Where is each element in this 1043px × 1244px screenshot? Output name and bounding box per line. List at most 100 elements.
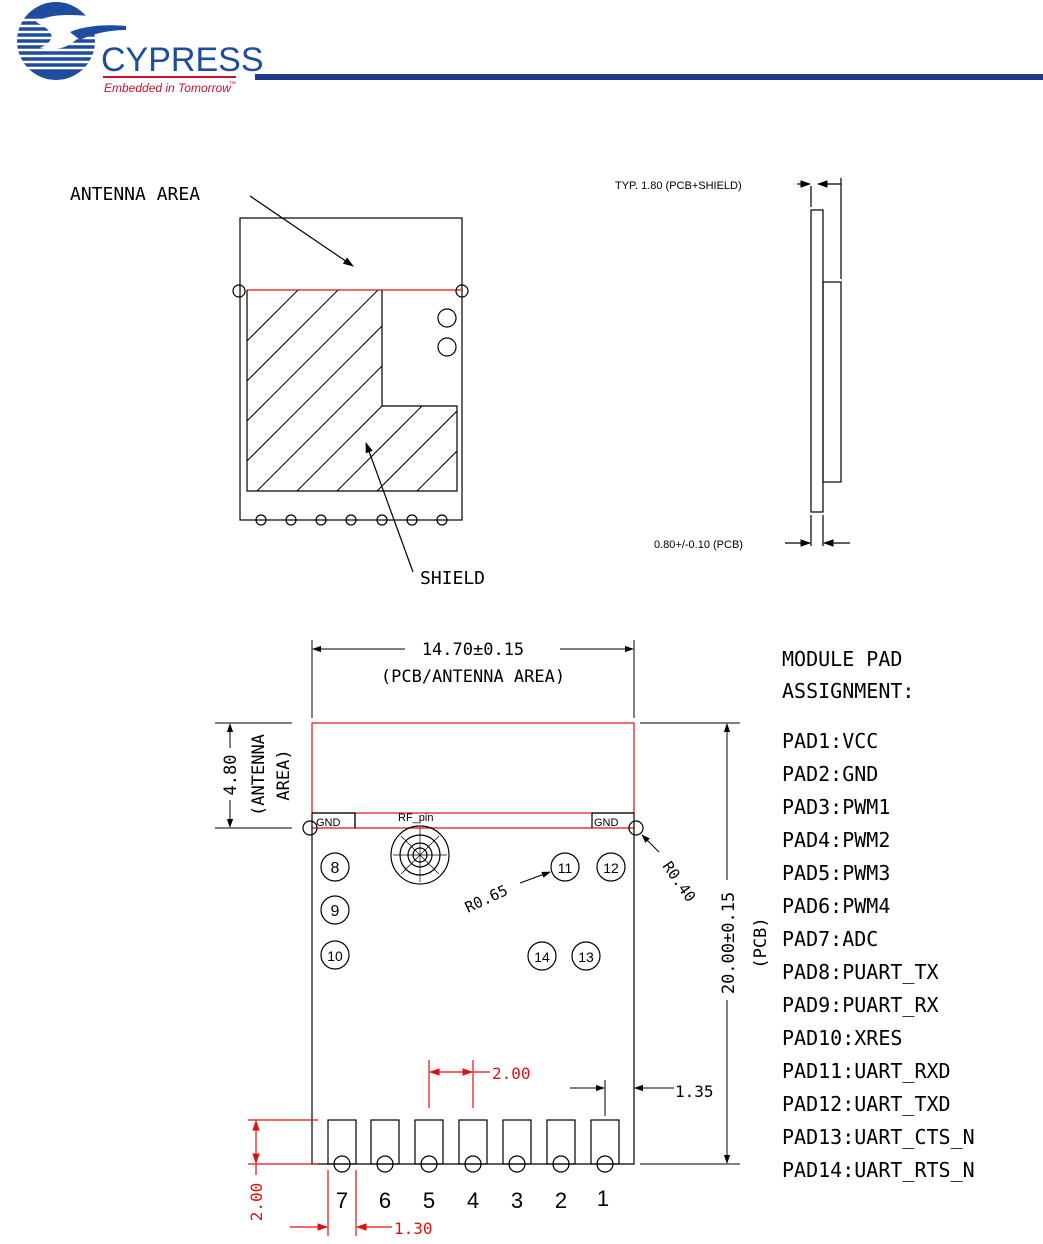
inner-pad-10	[320, 940, 350, 970]
edge-pad-1	[590, 1119, 620, 1165]
module-outline	[239, 217, 463, 521]
logo-wordmark: CYPRESS	[101, 41, 264, 79]
inner-pad-number: 8	[331, 860, 340, 877]
cypress-logo: CYPRESS Embedded in Tomorrow ™	[14, 2, 264, 95]
pad-assignment-list: MODULE PAD ASSIGNMENT: PAD1:VCC PAD2:GND…	[782, 647, 975, 1182]
antenna-height-dim: 4.80	[221, 755, 241, 796]
top-pad-circle	[437, 337, 457, 357]
edge-pad-number: 1	[597, 1186, 609, 1211]
rf-pin-outer	[390, 825, 450, 885]
height-dim-label: 20.00±0.15	[719, 892, 739, 994]
height-dim-note: (PCB)	[751, 917, 771, 968]
pad-assignment-item: PAD9:PUART_RX	[782, 993, 939, 1017]
inner-pad-11	[550, 852, 580, 882]
edge-pad-circle	[255, 514, 267, 526]
inner-pad-number: 10	[327, 948, 343, 964]
gnd-right-label: GND	[594, 817, 619, 829]
header-rule	[255, 74, 1043, 80]
pad-assignment-item: PAD6:PWM4	[782, 894, 890, 918]
pad-assignment-item: PAD5:PWM3	[782, 861, 890, 885]
pad-assignment-item: PAD11:UART_RXD	[782, 1059, 951, 1083]
shield-label: SHIELD	[420, 568, 485, 589]
logo-tagline: Embedded in Tomorrow	[104, 81, 232, 95]
edge-pad-circle	[376, 514, 388, 526]
shield-hatch	[247, 290, 457, 491]
edge-pad-number: 3	[511, 1188, 523, 1213]
edge-pad-number: 4	[467, 1188, 479, 1213]
side-total-dim: TYP. 1.80 (PCB+SHIELD)	[615, 180, 742, 192]
antenna-height-note-1: (ANTENNA	[249, 734, 269, 816]
top-view	[232, 195, 469, 573]
edge-pad-circle	[436, 514, 448, 526]
pad-radius-leader	[519, 871, 551, 884]
mount-hole-left	[302, 820, 318, 836]
side-pcb	[810, 209, 824, 513]
edge-pad-number: 7	[336, 1188, 348, 1213]
pcb-outline	[311, 813, 635, 1165]
edge-pad-circle	[315, 514, 327, 526]
edge-pad-circle	[406, 514, 418, 526]
top-pad-circle	[437, 308, 457, 328]
inner-pad-12	[596, 852, 626, 882]
inner-pad-13	[571, 941, 601, 971]
pad-assignment-item: PAD2:GND	[782, 762, 878, 786]
inner-pad-14	[527, 941, 557, 971]
edge-pad-circle	[345, 514, 357, 526]
assignment-title-1: MODULE PAD	[782, 647, 902, 671]
pad-pitch-label: 2.00	[492, 1064, 531, 1083]
mount-hole-right	[455, 284, 469, 298]
side-shield	[822, 281, 842, 483]
edge-pad-7	[327, 1119, 357, 1165]
edge-pad-3	[502, 1119, 532, 1165]
pad-assignment-item: PAD12:UART_TXD	[782, 1092, 951, 1116]
pad-assignment-item: PAD7:ADC	[782, 927, 878, 951]
shield-outline	[246, 290, 458, 492]
pad-assignment-item: PAD8:PUART_TX	[782, 960, 939, 984]
logo-globe-icon	[14, 2, 126, 80]
assignment-title-2: ASSIGNMENT:	[782, 679, 914, 703]
pad-assignment-item: PAD14:UART_RTS_N	[782, 1158, 975, 1182]
antenna-area-outline	[311, 722, 635, 814]
inner-pad-number: 13	[578, 949, 594, 965]
logo-underline	[103, 76, 236, 78]
inner-pad-number: 11	[558, 860, 573, 876]
inner-pad-number: 12	[603, 860, 619, 876]
edge-pad-number: 5	[423, 1188, 435, 1213]
inner-pad-8	[320, 852, 350, 882]
antenna-leader	[249, 195, 354, 267]
pad-assignment-item: PAD4:PWM2	[782, 828, 890, 852]
pad-assignment-item: PAD1:VCC	[782, 729, 878, 753]
gnd-left-label: GND	[316, 817, 341, 829]
inner-pad-number: 9	[331, 903, 340, 920]
logo-trademark: ™	[229, 81, 236, 88]
antenna-height-note-2: AREA)	[274, 749, 294, 800]
edge-pad-number: 2	[555, 1188, 567, 1213]
hole-radius-leader	[641, 834, 660, 853]
hole-radius-label: R0.40	[659, 858, 700, 905]
edge-pad-2	[546, 1119, 576, 1165]
antenna-area-label: ANTENNA AREA	[70, 184, 200, 205]
edge-pad-5	[414, 1119, 444, 1165]
pad-length-label: 2.00	[247, 1183, 266, 1222]
edge-pad-4	[458, 1119, 488, 1165]
pad-radius-label: R0.65	[462, 881, 511, 916]
edge-pad-circle	[285, 514, 297, 526]
shield-leader	[365, 441, 414, 573]
gnd-boxes	[312, 812, 634, 828]
inner-pad-number: 14	[534, 949, 550, 965]
pad-assignment-item: PAD10:XRES	[782, 1026, 902, 1050]
edge-pad-6	[370, 1119, 400, 1165]
width-dim-label: 14.70±0.15	[422, 640, 524, 660]
pad-assignment-item: PAD13:UART_CTS_N	[782, 1125, 975, 1149]
side-pcb-dim: 0.80+/-0.10 (PCB)	[654, 539, 743, 551]
pad-width-label: 1.30	[394, 1219, 433, 1238]
pad-assignment-item: PAD3:PWM1	[782, 795, 890, 819]
edge-pad-number: 6	[379, 1188, 391, 1213]
edge-offset-label: 1.35	[675, 1082, 714, 1101]
rf-pin-label: RF_pin	[398, 812, 433, 824]
side-view	[785, 178, 850, 547]
width-dim-note: (PCB/ANTENNA AREA)	[381, 667, 565, 687]
mount-hole-left	[232, 284, 246, 298]
inner-pad-9	[320, 895, 350, 925]
